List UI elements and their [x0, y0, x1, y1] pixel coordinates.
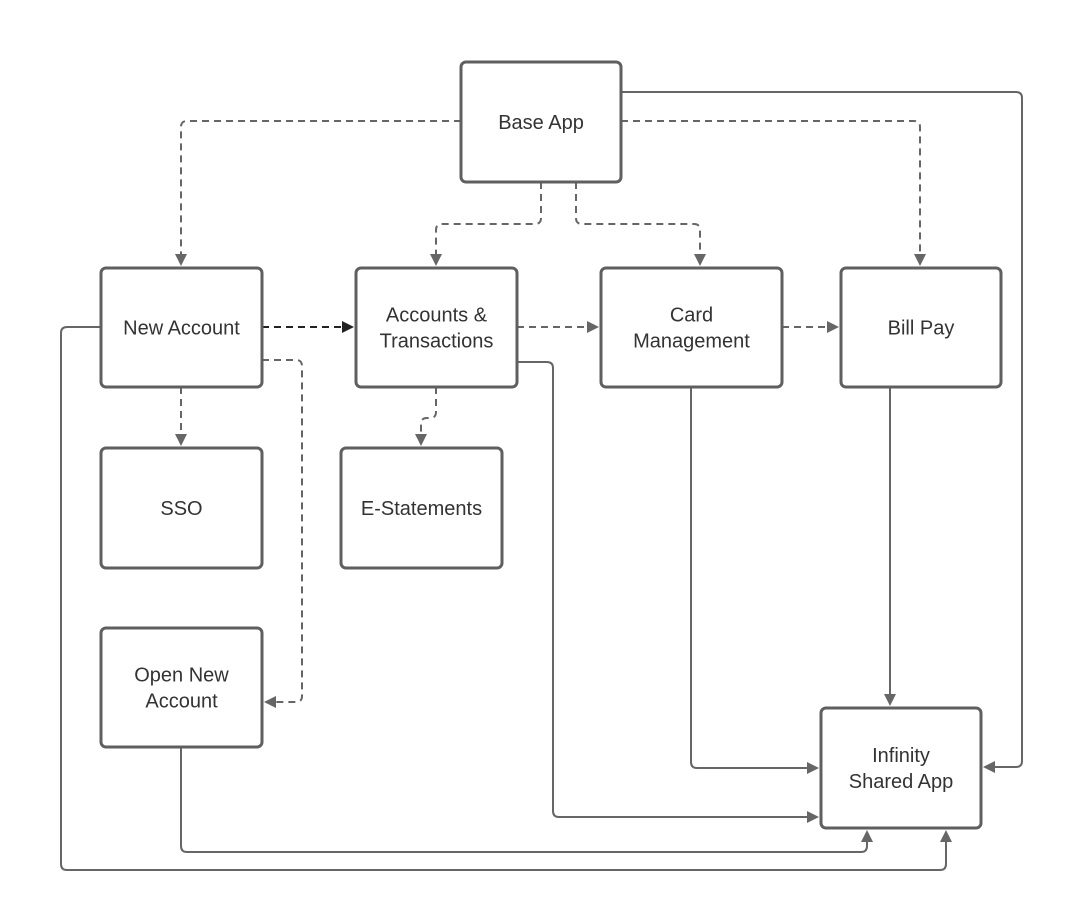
node-label: New Account: [123, 318, 240, 340]
edge-bill-pay-to-infinity-shared-app: [884, 387, 896, 706]
edge-base-app-to-bill-pay: [621, 120, 926, 266]
edge-new-account-to-infinity-shared-app: [60, 326, 952, 871]
node-box: [339, 446, 504, 570]
edge-accounts-transactions-to-e-statements: [415, 387, 437, 446]
node-label: Infinity: [872, 745, 930, 767]
connector-line: [435, 182, 542, 262]
connector-line: [575, 182, 701, 262]
connector-line: [60, 326, 947, 871]
connector-line: [180, 747, 868, 853]
edge-new-account-to-accounts-transactions: [262, 321, 354, 333]
node-box: [459, 60, 623, 184]
arrowhead-icon: [415, 434, 427, 446]
arrowhead-icon: [861, 830, 873, 842]
arrowhead-icon: [827, 321, 839, 333]
node-box: [99, 446, 264, 570]
arrowhead-icon: [430, 254, 442, 266]
connector-line: [690, 387, 815, 769]
node-e-statements[interactable]: E-Statements: [339, 446, 504, 570]
node-box: [99, 626, 264, 749]
edge-base-app-to-card-management: [575, 182, 706, 266]
node-box: [599, 266, 784, 389]
connector-line: [262, 359, 303, 703]
edge-new-account-to-sso: [175, 387, 187, 446]
connector-line: [180, 120, 461, 262]
edge-base-app-to-new-account: [175, 120, 461, 266]
node-label: Shared App: [849, 771, 954, 793]
node-bill-pay[interactable]: Bill Pay: [839, 266, 1003, 389]
edge-new-account-to-open-new-account: [262, 359, 303, 708]
edge-base-app-to-accounts-transactions: [430, 182, 542, 266]
connector-line: [621, 91, 1023, 768]
node-box: [839, 266, 1003, 389]
node-label: E-Statements: [361, 498, 482, 520]
arrowhead-icon: [175, 254, 187, 266]
node-sso[interactable]: SSO: [99, 446, 264, 570]
node-box: [99, 266, 264, 389]
node-label: Accounts &: [386, 305, 488, 327]
arrowhead-icon: [884, 694, 896, 706]
node-base-app[interactable]: Base App: [459, 60, 623, 184]
node-new-account[interactable]: New Account: [99, 266, 264, 389]
edge-card-management-to-bill-pay: [782, 321, 839, 333]
arrowhead-icon: [587, 321, 599, 333]
connector-line: [621, 120, 921, 262]
edge-accounts-transactions-to-infinity-shared-app: [517, 361, 819, 823]
node-label: Account: [145, 691, 218, 713]
connector-line: [420, 387, 437, 442]
edge-card-management-to-infinity-shared-app: [690, 387, 819, 774]
node-label: Bill Pay: [888, 318, 955, 340]
edge-accounts-transactions-to-card-management: [517, 321, 599, 333]
arrowhead-icon: [264, 696, 276, 708]
arrowhead-icon: [940, 830, 952, 842]
node-label: Transactions: [380, 331, 494, 353]
arrowhead-icon: [807, 762, 819, 774]
edge-open-new-account-to-infinity-shared-app: [180, 747, 873, 853]
arrowhead-icon: [914, 254, 926, 266]
arrowhead-icon: [694, 254, 706, 266]
node-box: [354, 266, 519, 389]
node-label: Management: [633, 331, 750, 353]
node-label: Card: [670, 305, 713, 327]
node-label: Open New: [134, 665, 229, 687]
arrowhead-icon: [983, 761, 995, 773]
edge-base-app-to-infinity-shared-app: [621, 91, 1023, 773]
connector-line: [517, 361, 815, 818]
arrowhead-icon: [175, 434, 187, 446]
node-box: [819, 706, 983, 830]
node-accounts-transactions[interactable]: Accounts & Transactions: [354, 266, 519, 389]
edges-layer: [60, 91, 1023, 871]
arrowhead-icon: [807, 811, 819, 823]
node-label: Base App: [498, 112, 584, 134]
arrowhead-icon: [342, 321, 354, 333]
node-label: SSO: [160, 498, 202, 520]
